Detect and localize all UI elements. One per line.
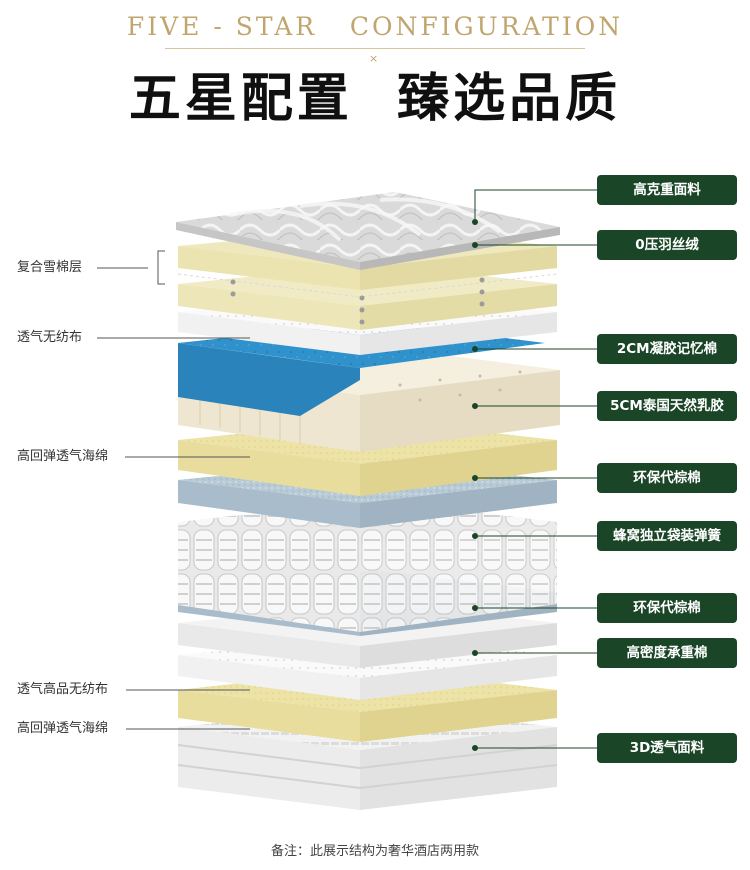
label-heavy-fabric: 高克重面料 <box>597 175 737 205</box>
label-composite-snow-cotton: 复合雪棉层 <box>17 260 83 275</box>
label-pocket-springs: 蜂窝独立袋装弹簧 <box>597 521 737 551</box>
label-thai-latex: 5CM泰国天然乳胶 <box>597 391 737 421</box>
label-breathable-nonwoven: 透气无纺布 <box>17 330 83 345</box>
layer-heavy-quilted-fabric <box>176 192 560 270</box>
label-eco-fiber-top: 环保代棕棉 <box>597 463 737 493</box>
header-english-title: FIVE - STAR CONFIGURATION <box>126 12 624 41</box>
header-chinese-title: 五星配置 臻选品质 <box>128 69 622 129</box>
label-3d-breathable-fabric: 3D透气面料 <box>597 733 737 763</box>
label-high-density-felt: 高密度承重棉 <box>597 638 737 668</box>
label-high-resilience-sponge-top: 高回弹透气海绵 <box>17 449 109 464</box>
right-leader-dots <box>472 219 478 751</box>
left-leader-lines <box>97 250 250 730</box>
label-zero-pressure-down: 0压羽丝绒 <box>597 230 737 260</box>
right-leader-lines <box>474 189 597 749</box>
divider-ornament: × <box>369 52 379 65</box>
label-gel-memory-foam: 2CM凝胶记忆棉 <box>597 334 737 364</box>
label-premium-nonwoven: 透气高品无纺布 <box>17 682 109 697</box>
label-eco-fiber-bottom: 环保代棕棉 <box>597 593 737 623</box>
header-divider <box>165 48 585 49</box>
label-high-resilience-sponge-bottom: 高回弹透气海绵 <box>17 721 109 736</box>
footnote: 备注：此展示结构为奢华酒店两用款 <box>270 844 479 859</box>
